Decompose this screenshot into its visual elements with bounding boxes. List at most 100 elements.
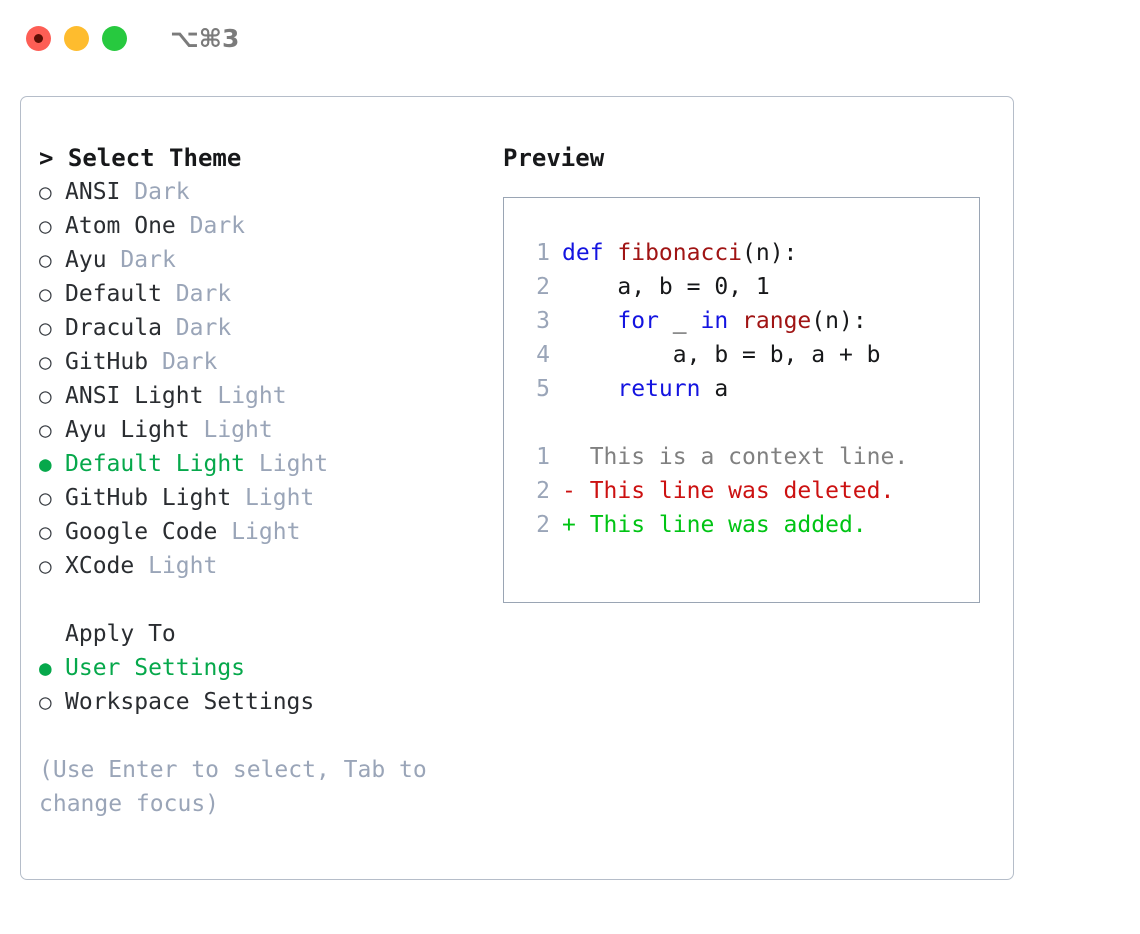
code-line: 3 for _ in range(n): xyxy=(522,304,979,338)
theme-item-label: ANSI Light xyxy=(65,383,204,409)
radio-unselected-icon: ○ xyxy=(39,350,52,374)
theme-item-google-code[interactable]: ○ Google Code Light xyxy=(39,515,483,549)
theme-item-label: Default Light xyxy=(65,451,246,477)
theme-item-ayu-light[interactable]: ○ Ayu Light Light xyxy=(39,413,483,447)
panel-columns: > Select Theme ○ANSI Dark○Atom One Dark○… xyxy=(21,97,1013,821)
diff-line-number: 2 xyxy=(536,478,550,504)
theme-item-label: Dracula xyxy=(65,315,162,341)
code-line-number: 5 xyxy=(536,376,550,402)
select-theme-header: > Select Theme xyxy=(39,144,242,172)
theme-item-ansi[interactable]: ○ANSI Dark xyxy=(39,175,483,209)
code-token: def xyxy=(562,240,618,266)
theme-item-xcode[interactable]: ○ XCode Light xyxy=(39,549,483,583)
code-token: a, b = 0, 1 xyxy=(562,274,770,300)
code-diff-spacer xyxy=(522,406,979,440)
keyboard-hint: (Use Enter to select, Tab to change focu… xyxy=(39,757,441,817)
code-token: return xyxy=(617,376,701,402)
code-line: 2 a, b = 0, 1 xyxy=(522,270,979,304)
radio-unselected-icon: ○ xyxy=(39,486,52,510)
diff-line-text: + This line was added. xyxy=(562,512,867,538)
apply-to-header: Apply To xyxy=(65,621,176,647)
radio-unselected-icon: ○ xyxy=(39,520,52,544)
code-token: for xyxy=(617,308,659,334)
code-token: a xyxy=(700,376,729,402)
radio-unselected-icon: ○ xyxy=(39,418,52,442)
radio-unselected-icon: ○ xyxy=(39,316,52,340)
theme-selector-column: > Select Theme ○ANSI Dark○Atom One Dark○… xyxy=(21,141,483,821)
theme-item-category: Dark xyxy=(161,349,218,375)
diff-line-text: This is a context line. xyxy=(562,444,909,470)
code-line-number: 3 xyxy=(536,308,550,334)
theme-item-category: Dark xyxy=(175,281,232,307)
theme-item-label: Atom One xyxy=(65,213,176,239)
theme-item-category: Light xyxy=(203,417,273,443)
diff-line-ctx: 1 This is a context line. xyxy=(522,440,979,474)
theme-item-atom-one[interactable]: ○Atom One Dark xyxy=(39,209,483,243)
theme-item-category: Light xyxy=(245,485,315,511)
theme-item-default-light[interactable]: ●Default Light Light xyxy=(39,447,483,481)
theme-item-github[interactable]: ○ GitHub Dark xyxy=(39,345,483,379)
theme-item-default[interactable]: ○ Default Dark xyxy=(39,277,483,311)
theme-item-ansi-light[interactable]: ○ ANSI Light Light xyxy=(39,379,483,413)
theme-item-label: Default xyxy=(65,281,162,307)
code-line-number: 2 xyxy=(536,274,550,300)
code-token: fibonacci xyxy=(617,240,743,266)
apply-to-item-user-settings[interactable]: ●User Settings xyxy=(39,651,483,685)
title-bar: ⌥⌘3 xyxy=(0,0,1140,76)
theme-item-ayu[interactable]: ○ Ayu Dark xyxy=(39,243,483,277)
code-token: in xyxy=(700,308,743,334)
radio-unselected-icon: ○ xyxy=(39,554,52,578)
code-line: 5 return a xyxy=(522,372,979,406)
close-button[interactable] xyxy=(26,25,51,51)
code-token: range xyxy=(742,308,812,334)
apply-to-list: ●User Settings○Workspace Settings xyxy=(39,651,483,719)
apply-to-marker-placeholder xyxy=(39,617,65,651)
code-line-text: return a xyxy=(550,372,728,406)
radio-unselected-icon: ○ xyxy=(39,384,52,408)
code-token xyxy=(562,308,617,334)
minimize-button[interactable] xyxy=(64,25,89,51)
theme-item-label: Ayu xyxy=(65,247,107,273)
theme-item-github-light[interactable]: ○GitHub Light Light xyxy=(39,481,483,515)
theme-item-label: ANSI xyxy=(65,179,121,205)
code-line: 4 a, b = b, a + b xyxy=(522,338,979,372)
record-dot-icon xyxy=(34,33,43,43)
theme-item-category: Light xyxy=(217,383,287,409)
diff-line-add: 2+ This line was added. xyxy=(522,508,979,542)
theme-item-label: GitHub xyxy=(65,349,149,375)
radio-selected-icon: ● xyxy=(39,452,52,476)
radio-selected-icon: ● xyxy=(39,656,52,680)
radio-unselected-icon: ○ xyxy=(39,282,52,306)
code-line-number: 1 xyxy=(536,240,550,266)
code-token: (n): xyxy=(811,308,867,334)
code-line-text: def fibonacci(n): xyxy=(550,236,797,270)
code-token: _ xyxy=(658,308,701,334)
theme-item-category: Light xyxy=(148,553,218,579)
diff-line-del: 2- This line was deleted. xyxy=(522,474,979,508)
radio-unselected-icon: ○ xyxy=(39,248,52,272)
theme-item-label: Ayu Light xyxy=(65,417,190,443)
apply-to-item-workspace-settings[interactable]: ○Workspace Settings xyxy=(39,685,483,719)
theme-item-category: Light xyxy=(231,519,301,545)
radio-unselected-icon: ○ xyxy=(39,180,52,204)
code-line-text: for _ in range(n): xyxy=(550,304,867,338)
diff-line-number: 1 xyxy=(536,444,550,470)
theme-item-label: XCode xyxy=(65,553,135,579)
code-token: a, b = b, a + b xyxy=(562,342,881,368)
code-line-text: a, b = b, a + b xyxy=(550,338,881,372)
traffic-lights xyxy=(26,25,127,51)
radio-unselected-icon: ○ xyxy=(39,214,52,238)
diff-sample: 1 This is a context line.2- This line wa… xyxy=(522,440,979,542)
code-line-text: a, b = 0, 1 xyxy=(550,270,770,304)
theme-item-dracula[interactable]: ○Dracula Dark xyxy=(39,311,483,345)
theme-item-label: Google Code xyxy=(65,519,218,545)
code-token: (n): xyxy=(742,240,798,266)
theme-item-category: Dark xyxy=(120,247,176,273)
maximize-button[interactable] xyxy=(102,25,127,51)
theme-list: ○ ANSI Dark ○ Atom One Dark ○ Ayu Dark ○ Defaul… xyxy=(39,175,483,583)
radio-unselected-icon: ○ xyxy=(39,690,52,714)
